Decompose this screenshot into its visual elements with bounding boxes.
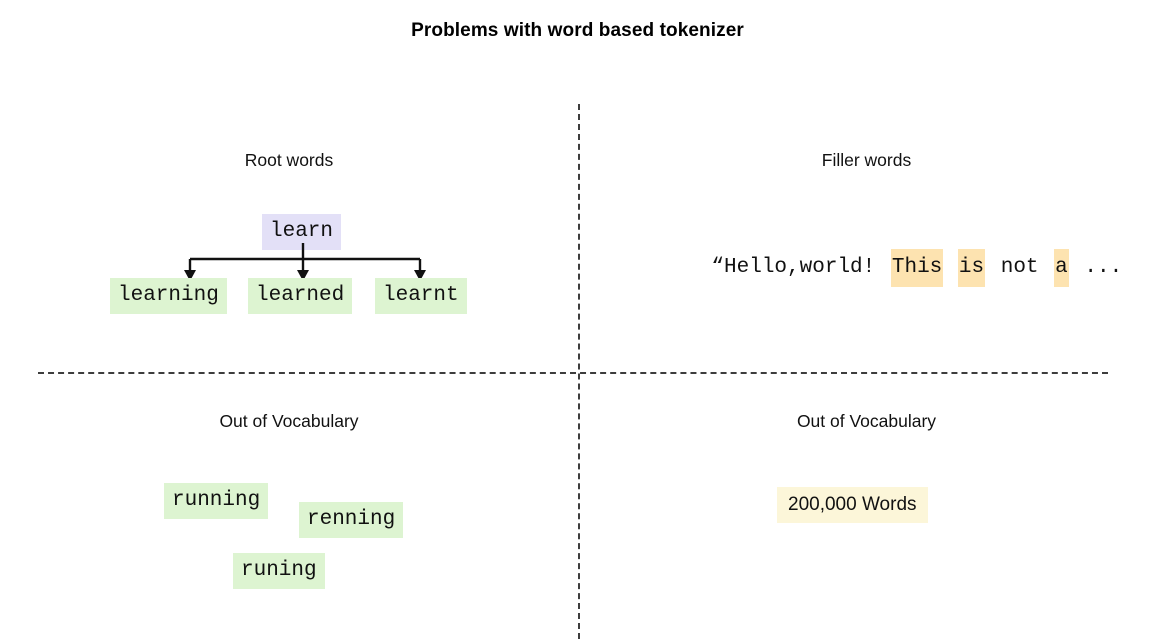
token-space (985, 249, 1000, 287)
heading-filler-words: Filler words (821, 150, 912, 170)
token-filler-this: This (890, 249, 944, 287)
chip-oov-word-running: running (164, 483, 269, 519)
chip-derived-word-learnt: learnt (375, 278, 467, 314)
token-filler-is: is (957, 249, 986, 287)
token-space (1069, 249, 1084, 287)
heading-out-of-vocabulary-right: Out of Vocabulary (796, 411, 937, 431)
token-text-not: not (1000, 256, 1039, 279)
filler-words-sentence: “Hello,world! This is not a ... (660, 236, 1123, 299)
chip-oov-word-renning: renning (299, 502, 404, 538)
chip-root-word: learn (262, 214, 342, 250)
token-filler-a: a (1054, 249, 1069, 287)
tree-connector-arrows (184, 243, 426, 281)
vertical-divider (578, 104, 580, 639)
chip-vocabulary-size: 200,000 Words (777, 487, 928, 523)
heading-out-of-vocabulary-left: Out of Vocabulary (219, 411, 359, 431)
horizontal-divider (38, 372, 1108, 374)
chip-derived-word-learning: learning (110, 278, 227, 314)
chip-derived-word-learned: learned (248, 278, 353, 314)
token-space (1040, 249, 1055, 287)
token-space (876, 249, 891, 287)
chip-oov-word-runing: runing (233, 553, 325, 589)
page-title: Problems with word based tokenizer (411, 20, 744, 41)
heading-root-words: Root words (244, 150, 334, 170)
token-space (943, 249, 958, 287)
token-ellipsis: ... (1084, 256, 1123, 279)
token-text: “Hello,world! (711, 256, 876, 279)
